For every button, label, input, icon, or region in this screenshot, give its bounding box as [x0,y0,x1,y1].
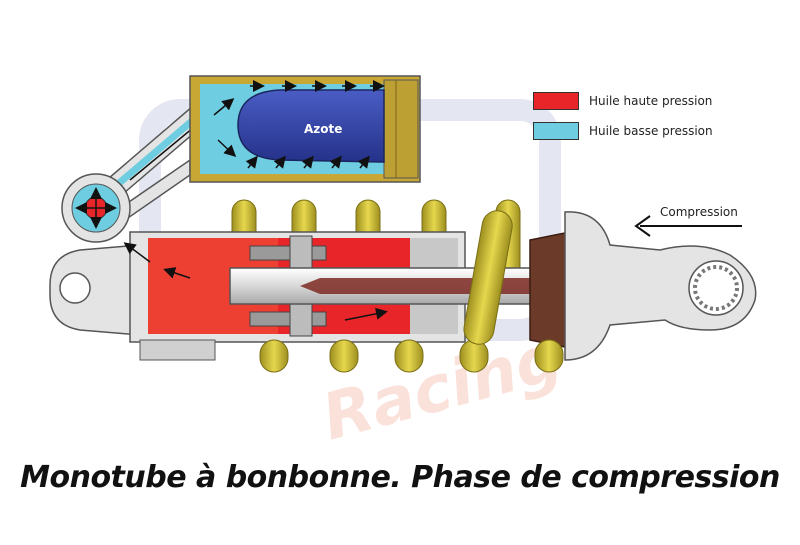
legend-item-high-pressure: Huile haute pression [533,90,713,111]
valve-arrows [75,187,117,229]
caption: Monotube à bonbonne. Phase de compressio… [20,460,780,495]
left-eye-mount [49,244,141,336]
arrow-left-icon [634,215,742,237]
legend-label-low-pressure: Huile basse pression [589,123,713,138]
legend-item-low-pressure: Huile basse pression [533,120,713,141]
legend-swatch-low-pressure [533,121,579,140]
legend-label-high-pressure: Huile haute pression [589,93,713,108]
right-eye-mount [564,211,757,361]
valve [61,173,131,243]
spring-front [259,210,564,373]
reservoir-flow-arrows [213,80,385,169]
legend: Huile haute pression Huile basse pressio… [533,90,713,150]
nitrogen-chamber [237,89,385,163]
reservoir [189,75,421,183]
azote-label: Azote [304,122,343,136]
compression-label: Compression [660,205,738,219]
legend-swatch-high-pressure [533,91,579,110]
